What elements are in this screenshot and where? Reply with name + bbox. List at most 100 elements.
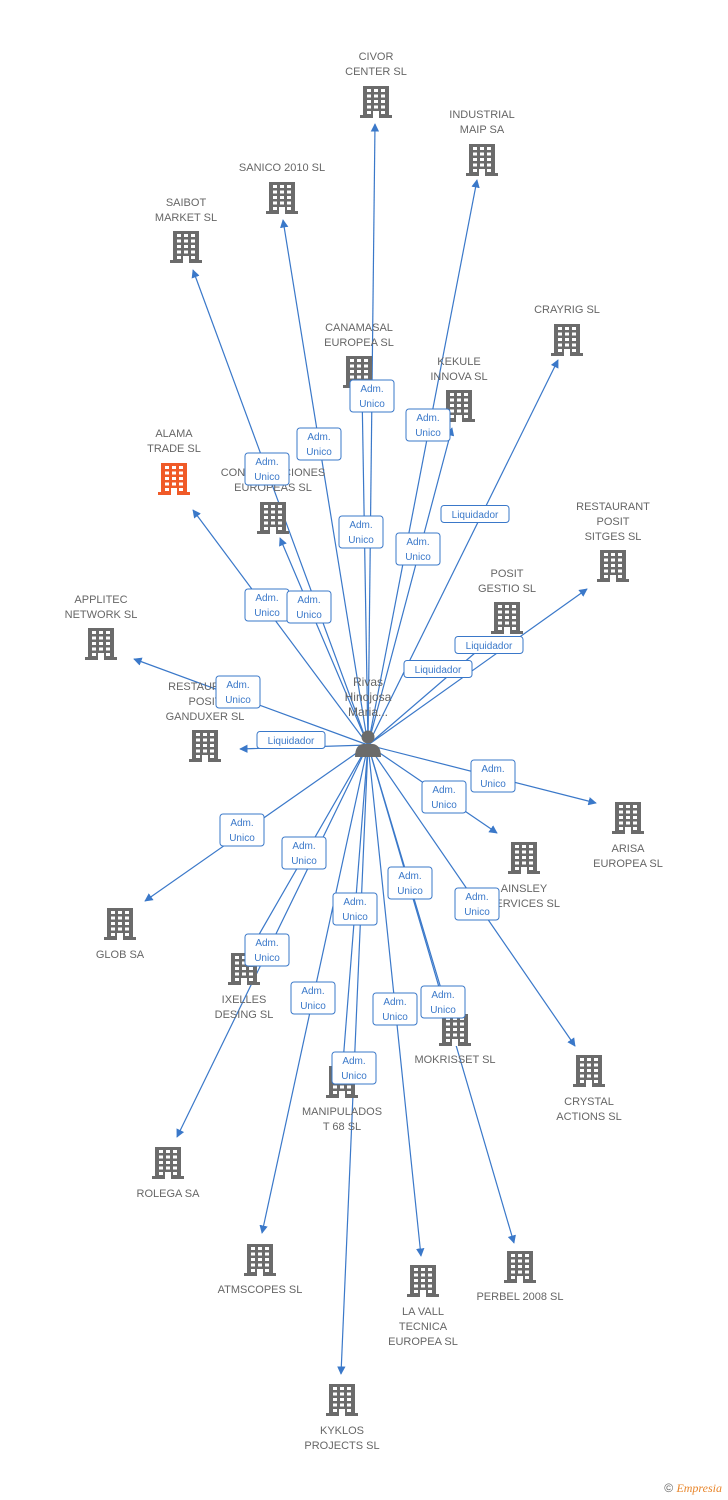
edge-label-perbel[interactable]: Adm.Unico [420, 985, 466, 1019]
edge-label-text: Adm. [431, 990, 454, 1001]
building-icon [612, 802, 644, 834]
company-name: LA VALL [402, 1306, 444, 1318]
edge-label-box [332, 892, 378, 926]
company-node-posit-gestio[interactable]: POSIT GESTIO SL [478, 568, 536, 634]
company-name: SITGES SL [585, 531, 642, 543]
company-node-glob[interactable]: GLOB SA [96, 908, 145, 961]
edge-label-ixelles[interactable]: Adm.Unico [281, 836, 327, 870]
edge-label-alama[interactable]: Adm.Unico [244, 588, 290, 622]
edge-label-ainsley[interactable]: Adm.Unico [421, 780, 467, 814]
company-name: EUROPEA SL [324, 337, 394, 349]
company-node-crayrig[interactable]: CRAYRIG SL [534, 304, 600, 356]
edge-label-applitec[interactable]: Adm.Unico [215, 675, 261, 709]
edge-label-kekule[interactable]: Adm.Unico [395, 532, 441, 566]
building-icon [360, 86, 392, 118]
edge-label-text: Adm. [383, 997, 406, 1008]
edge-label-atmscopes[interactable]: Adm.Unico [290, 981, 336, 1015]
building-icon [104, 908, 136, 940]
edge-label-box [256, 731, 326, 749]
edge-label-kyklos[interactable]: Adm.Unico [331, 1051, 377, 1085]
company-node-sanico[interactable]: SANICO 2010 SL [239, 162, 325, 214]
edge-label-manipulados[interactable]: Adm.Unico [332, 892, 378, 926]
building-icon [573, 1055, 605, 1087]
company-name: ALAMA [155, 428, 193, 440]
edge-label-rolega[interactable]: Adm.Unico [244, 933, 290, 967]
edge-label-posit-gestio[interactable]: Liquidador [403, 660, 473, 678]
building-icon [551, 324, 583, 356]
brand-logo-text: Empresia [676, 1481, 722, 1495]
edge-label-box [372, 992, 418, 1026]
edge-label-box [421, 780, 467, 814]
company-node-perbel[interactable]: PERBEL 2008 SL [476, 1251, 564, 1303]
edge-label-crayrig[interactable]: Liquidador [440, 505, 510, 523]
edge-label-text: Unico [382, 1012, 408, 1023]
edge-label-box [387, 866, 433, 900]
person-name: Rivas [353, 675, 383, 689]
company-node-mokrisset[interactable]: MOKRISSET SL [414, 1014, 496, 1066]
company-node-atmscopes[interactable]: ATMSCOPES SL [218, 1244, 303, 1296]
company-name: GESTIO SL [478, 583, 536, 595]
company-name: TRADE SL [147, 443, 201, 455]
edge-label-box [440, 505, 510, 523]
edge-label-text: Unico [341, 1071, 367, 1082]
company-name: MARKET SL [155, 212, 217, 224]
edge-label-saibot[interactable]: Adm.Unico [244, 452, 290, 486]
edge-label-text: Unico [480, 779, 506, 790]
building-icon [244, 1244, 276, 1276]
edge-labels-layer: Adm.UnicoAdm.UnicoAdm.UnicoAdm.UnicoLiqu… [215, 379, 524, 1085]
edge-label-restaurant-ganduxer[interactable]: Liquidador [256, 731, 326, 749]
copyright-footer: © Empresia [664, 1481, 722, 1496]
edge-label-construcciones[interactable]: Adm.Unico [286, 590, 332, 624]
edge-label-canamasal[interactable]: Adm.Unico [338, 515, 384, 549]
edge-label-sanico[interactable]: Adm.Unico [296, 427, 342, 461]
edge-label-la-vall[interactable]: Adm. Unico [372, 992, 418, 1026]
building-icon [266, 182, 298, 214]
edge-label-restaurant-sitges[interactable]: Liquidador [454, 636, 524, 654]
edge-label-text: Unico [348, 535, 374, 546]
building-icon [491, 602, 523, 634]
edge-label-crystal[interactable]: Adm.Unico [454, 887, 500, 921]
edge-label-arisa[interactable]: Adm.Unico [470, 759, 516, 793]
building-icon [158, 463, 190, 495]
company-node-alama[interactable]: ALAMA TRADE SL [147, 428, 201, 495]
edge-label-text: Unico [254, 608, 280, 619]
company-name: POSIT [188, 696, 221, 708]
building-icon [326, 1384, 358, 1416]
edge-label-text: Adm. [292, 841, 315, 852]
edge-line-industrial-maip [367, 179, 480, 746]
company-name: CENTER SL [345, 66, 407, 78]
building-icon [85, 628, 117, 660]
edge-label-text: Adm. [360, 384, 383, 395]
building-icon [504, 1251, 536, 1283]
edge-label-box [219, 813, 265, 847]
edge-label-glob[interactable]: Adm.Unico [219, 813, 265, 847]
company-name: APPLITEC [74, 594, 127, 606]
company-node-rolega[interactable]: ROLEGA SA [137, 1147, 201, 1200]
company-name: POSIT [490, 568, 523, 580]
company-name: IXELLES [222, 994, 267, 1006]
edge-label-text: Liquidador [268, 736, 315, 747]
company-name: T 68 SL [323, 1121, 361, 1133]
company-name: PROJECTS SL [304, 1440, 379, 1452]
center-node[interactable]: RivasHinojosaMaria... [345, 675, 392, 757]
edge-label-text: Liquidador [415, 665, 462, 676]
edge-label-mokrisset[interactable]: Adm.Unico [387, 866, 433, 900]
company-name: SERVICES SL [488, 898, 560, 910]
edge-label-text: Unico [296, 610, 322, 621]
edge-label-box [420, 985, 466, 1019]
edge-label-industrial-maip[interactable]: Adm.Unico [405, 408, 451, 442]
edge-label-civor[interactable]: Adm. Unico [349, 379, 395, 413]
edge-label-text: Unico [359, 399, 385, 410]
